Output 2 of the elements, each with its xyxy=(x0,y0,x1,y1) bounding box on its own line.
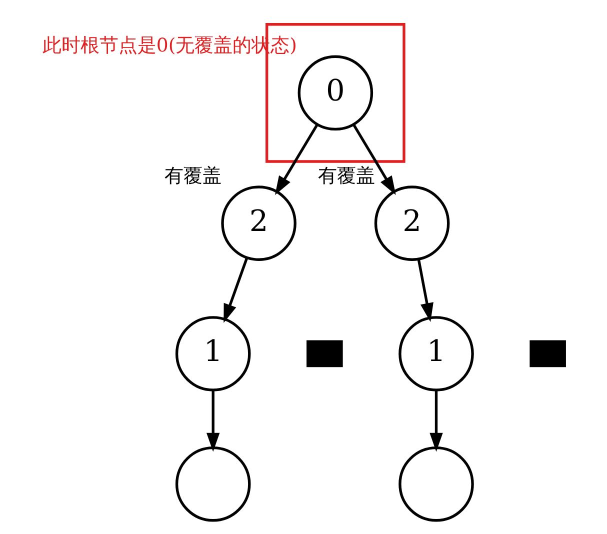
node-label: 有覆盖 xyxy=(164,166,222,187)
node-label: 有覆盖 xyxy=(318,166,375,187)
